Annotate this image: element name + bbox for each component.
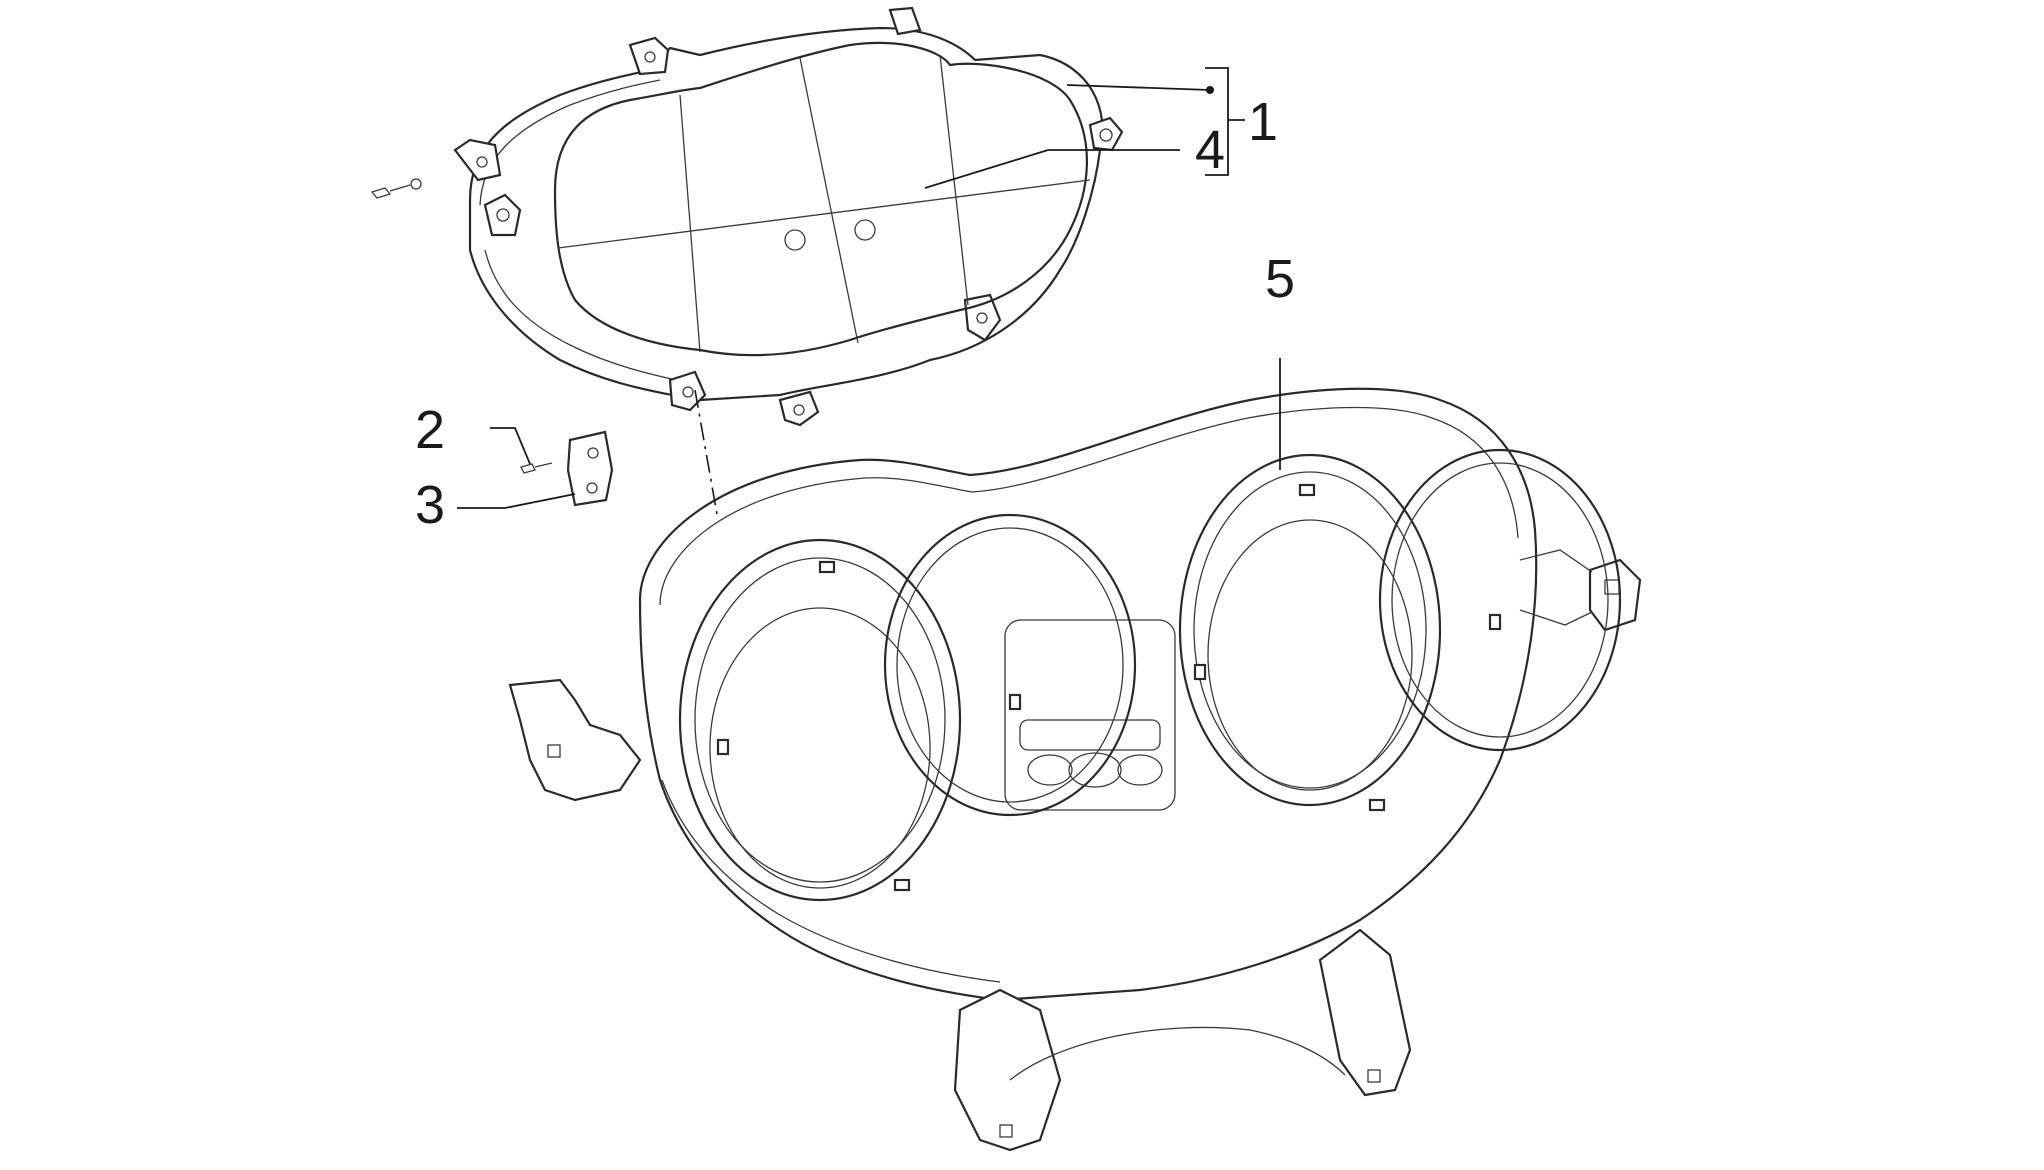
callout-1: 1 bbox=[1248, 92, 1278, 152]
leader-lines bbox=[457, 67, 1281, 509]
callout-5: 5 bbox=[1265, 249, 1295, 309]
dashboard-cover bbox=[508, 387, 1642, 1152]
center-bezel-ring bbox=[883, 513, 1137, 817]
callout-labels: 1 2 3 4 5 bbox=[415, 92, 1295, 535]
assembly-line bbox=[694, 389, 719, 521]
screw bbox=[520, 462, 553, 474]
callout-3: 3 bbox=[415, 475, 445, 535]
bracket bbox=[566, 430, 614, 507]
right-bezel-ring bbox=[1378, 448, 1622, 752]
bezel-rings bbox=[883, 448, 1622, 817]
cluster-fasteners bbox=[370, 178, 422, 199]
lens-cover bbox=[553, 41, 1091, 357]
callout-2: 2 bbox=[415, 400, 445, 460]
callout-4: 4 bbox=[1195, 120, 1225, 180]
